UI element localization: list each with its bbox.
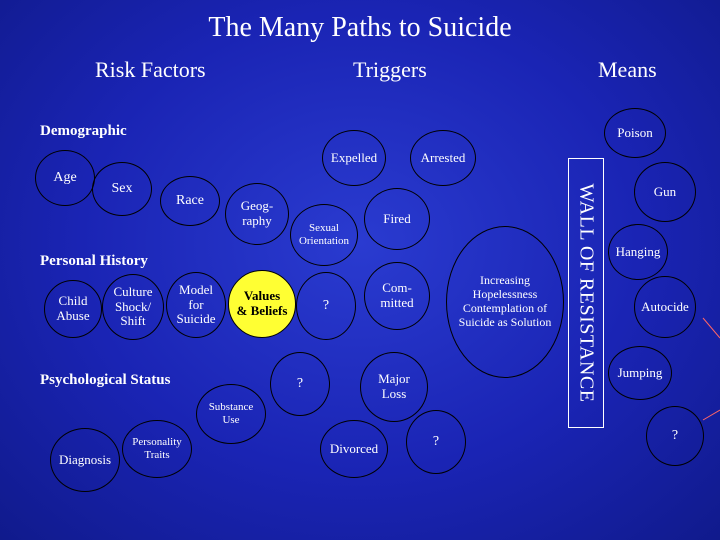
personal-history-label: Personal History [40,253,148,269]
node-culture-shock: Culture Shock/ Shift [102,274,164,340]
node-values-beliefs: Values & Beliefs [228,270,296,338]
node-divorced: Divorced [320,420,388,478]
node-increasing-hopelessness: Increasing Hopelessness Contemplation of… [446,226,564,378]
triggers-heading: Triggers [353,57,427,82]
node-autocide: Autocide [634,276,696,338]
wall-of-resistance: WALL OF RESISTANCE [568,158,604,428]
node-question-1: ? [296,272,356,340]
node-diagnosis: Diagnosis [50,428,120,492]
node-major-loss: Major Loss [360,352,428,422]
node-substance-use: Substance Use [196,384,266,444]
page-title: The Many Paths to Suicide [208,12,512,43]
means-heading: Means [598,57,657,82]
node-child-abuse: Child Abuse [44,280,102,338]
risk-factors-heading: Risk Factors [95,57,206,82]
node-sexual-orientation: Sexual Orientation [290,204,358,266]
node-gun: Gun [634,162,696,222]
node-arrested: Arrested [410,130,476,186]
node-jumping: Jumping [608,346,672,400]
node-question-4: ? [646,406,704,466]
node-committed: Com- mitted [364,262,430,330]
node-fired: Fired [364,188,430,250]
node-expelled: Expelled [322,130,386,186]
node-question-3: ? [406,410,466,474]
node-sex: Sex [92,162,152,216]
node-hanging: Hanging [608,224,668,280]
node-age: Age [35,150,95,206]
node-geography: Geog- raphy [225,183,289,245]
psychological-status-label: Psychological Status [40,372,171,388]
node-question-2: ? [270,352,330,416]
node-race: Race [160,176,220,226]
node-poison: Poison [604,108,666,158]
node-personality-traits: Personality Traits [122,420,192,478]
demographic-label: Demographic [40,123,127,139]
node-model-for-suicide: Model for Suicide [166,272,226,338]
